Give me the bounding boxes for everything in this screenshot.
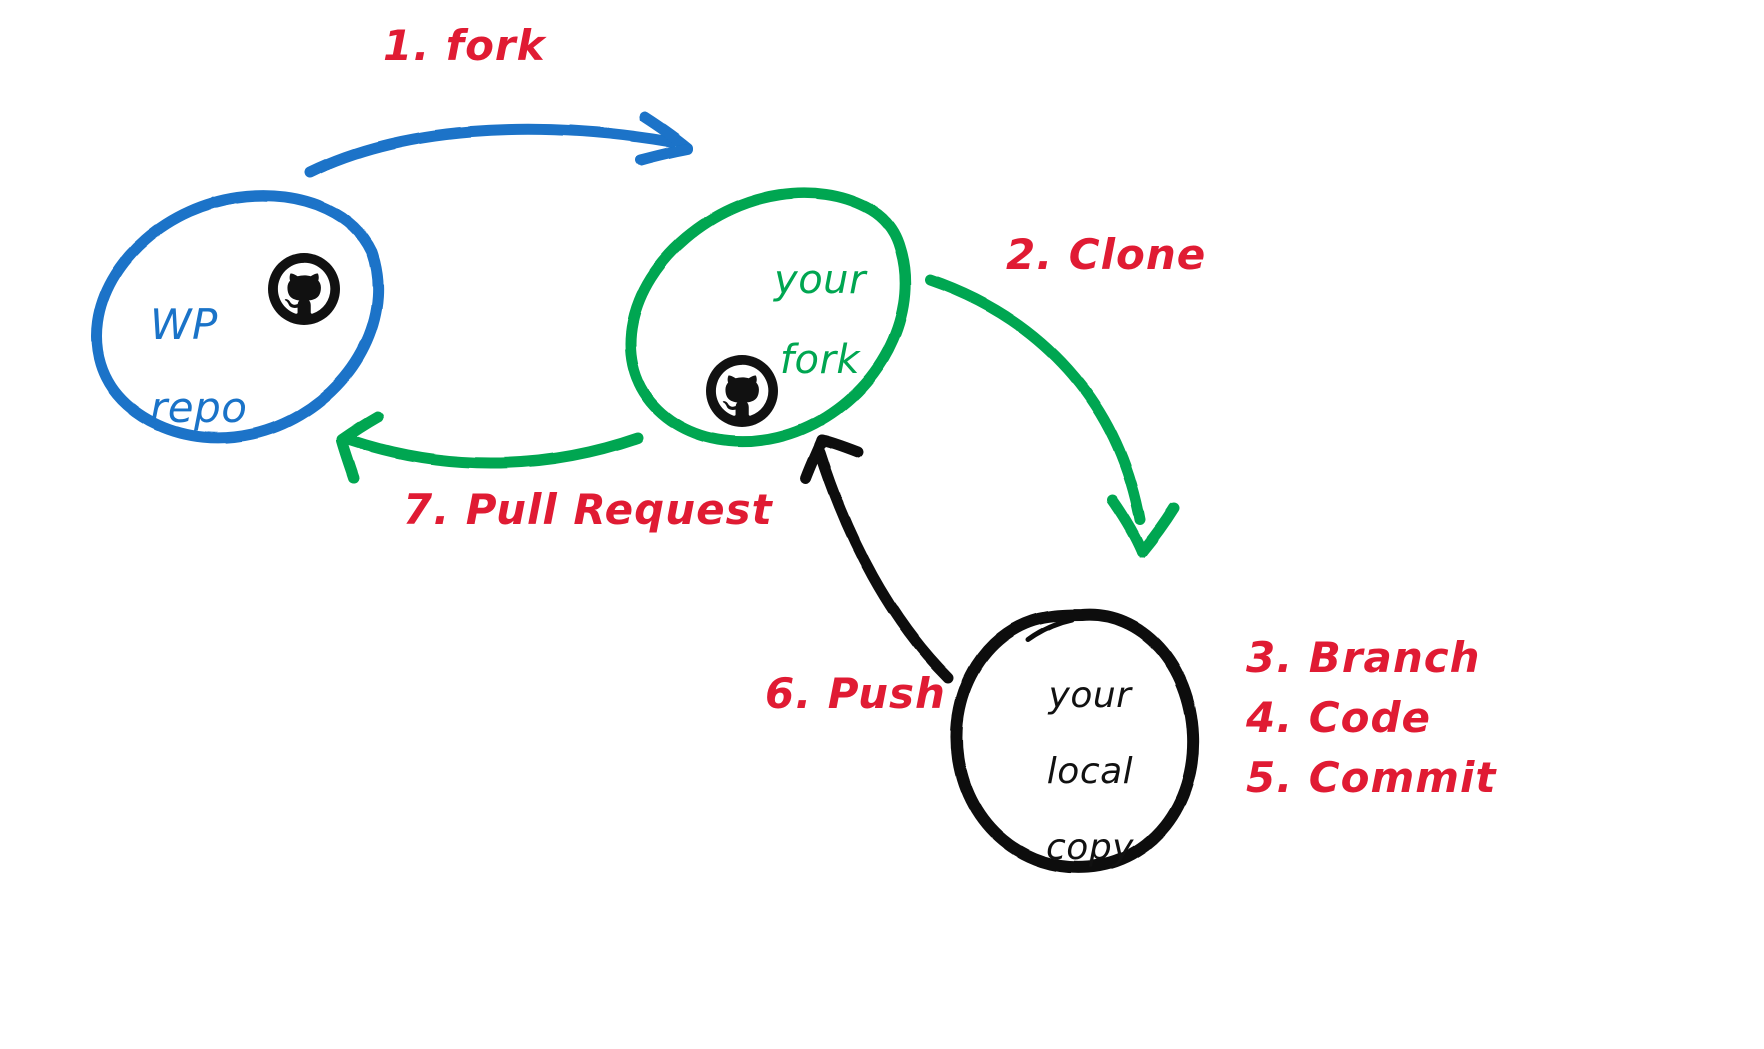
node-wp-repo-ellipse[interactable] <box>91 190 384 444</box>
node-label-your-fork-line2: fork <box>779 337 861 384</box>
arrow-push <box>800 434 954 684</box>
node-label-your-local-copy-line2: local <box>1046 750 1134 792</box>
step-label-push: 6. Push <box>765 669 946 718</box>
step-label-branch: 3. Branch <box>1246 633 1481 682</box>
node-label-wp-repo-line1: WP <box>150 299 218 349</box>
node-label-your-fork: your fork <box>730 222 910 419</box>
node-label-your-local-copy-line1: your <box>1048 674 1132 716</box>
arrow-pull-request <box>336 411 644 484</box>
step-label-code: 4. Code <box>1246 693 1432 742</box>
node-label-your-fork-line1: your <box>774 256 866 303</box>
arrow-clone <box>924 274 1180 558</box>
step-label-pull-request: 7. Pull Request <box>403 485 773 534</box>
node-label-your-local-copy: your local copy <box>1000 640 1180 904</box>
step-label-fork: 1. fork <box>383 21 546 70</box>
node-label-wp-repo-line2: repo <box>150 382 248 432</box>
arrow-fork <box>304 111 694 178</box>
node-label-your-local-copy-line3: copy <box>1046 827 1134 869</box>
node-label-wp-repo: WP repo <box>150 265 310 467</box>
node-your-fork-ellipse[interactable] <box>625 187 911 448</box>
node-your-local-copy-ellipse[interactable] <box>950 608 1200 874</box>
github-octocat-icon <box>706 355 778 427</box>
github-octocat-icon <box>268 253 340 325</box>
step-label-clone: 2. Clone <box>1006 230 1207 279</box>
step-label-commit: 5. Commit <box>1246 753 1497 802</box>
